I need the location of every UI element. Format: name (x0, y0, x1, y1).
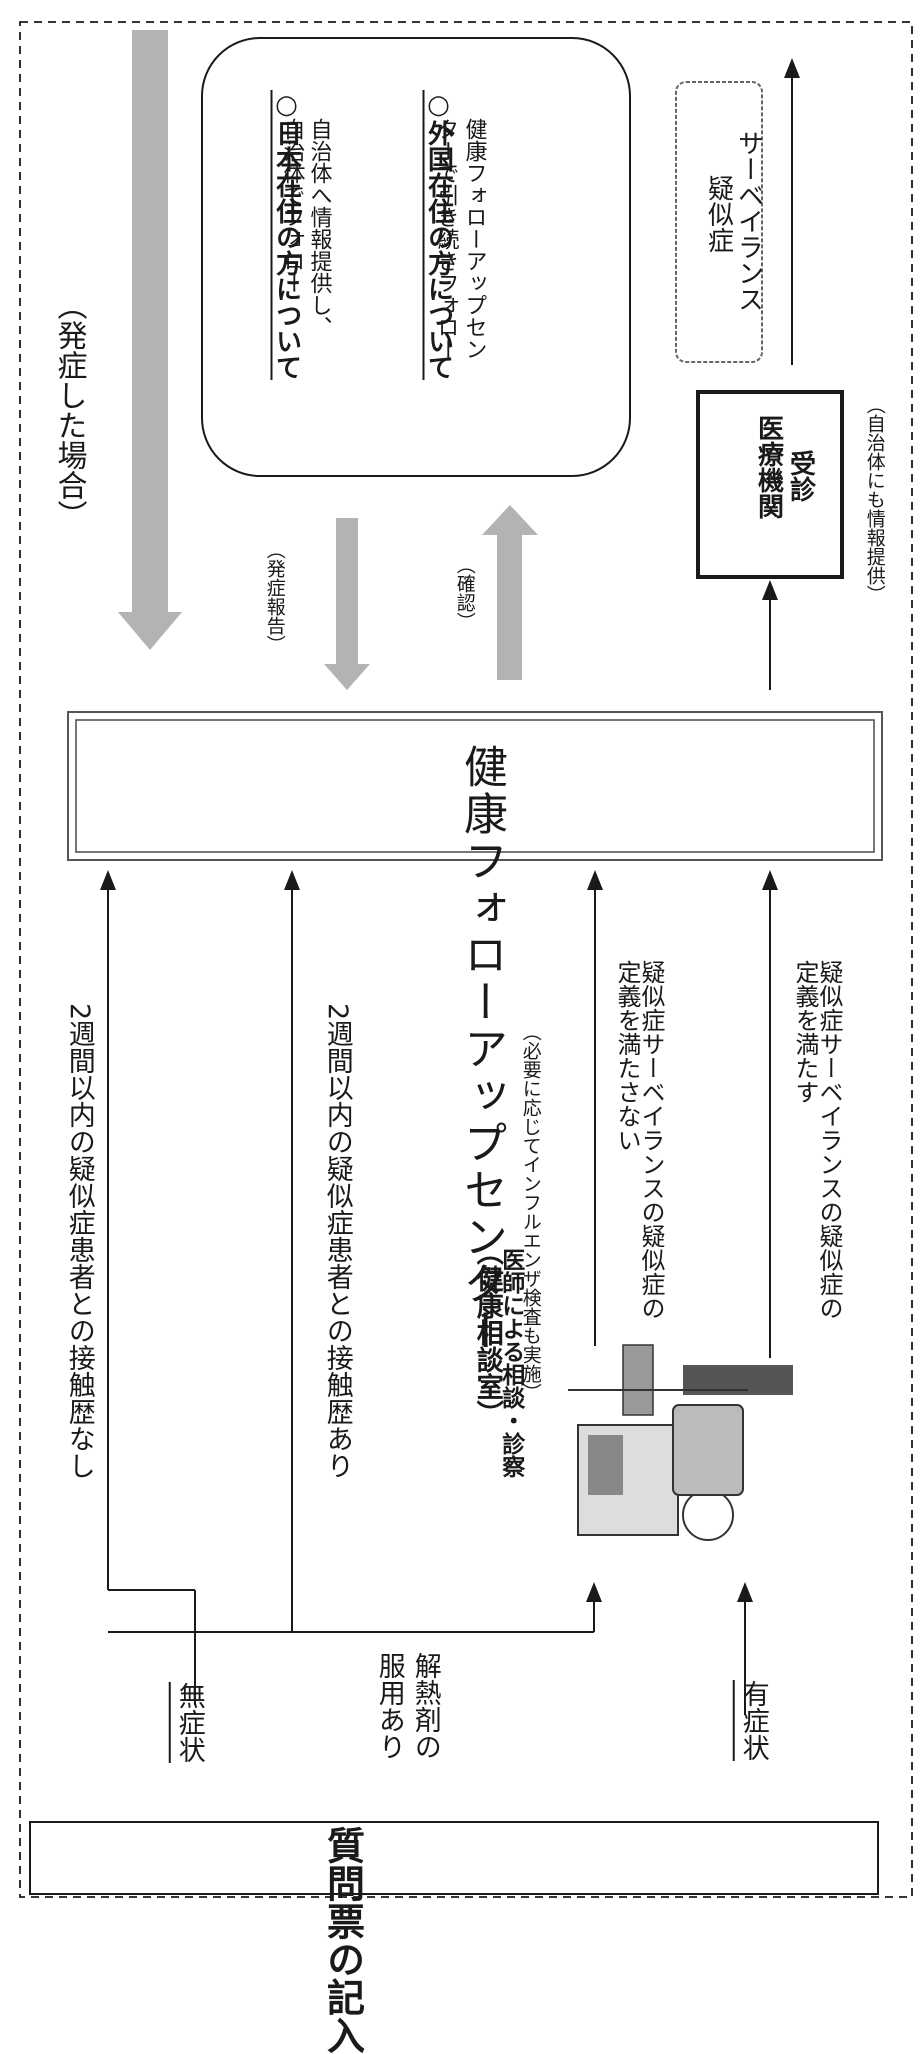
definition-not-met-line1: 疑似症サーベイランスの疑似症の (637, 960, 665, 1320)
doctor-consultation-illustration (568, 1344, 793, 1541)
consultation-subtitle: 医師による相談・診察 (497, 1248, 524, 1478)
outer-dashed-frame (19, 21, 913, 1898)
info-foreign-line1: 健康フォローアップセン (461, 118, 487, 360)
branch-symptomatic: 有症状 (737, 1680, 769, 1761)
info-japan-line2: 自治体でフォロー (279, 118, 305, 294)
info-japan-line1: 自治体へ情報提供し、 (306, 118, 332, 338)
medical-label-line1: 医療機関 (753, 415, 784, 519)
surveillance-box (675, 81, 763, 363)
onset-confirm: （確認） (453, 555, 476, 631)
consultation-title: （健康相談室） (471, 1238, 503, 1427)
medical-label-line2: 受診 (785, 450, 816, 502)
medical-note: （自治体にも情報提供） (863, 395, 886, 604)
branch-antipyretic-line2: 服用あり (373, 1652, 405, 1760)
definition-met-line1: 疑似症サーベイランスの疑似症の (815, 960, 843, 1320)
medical-box (696, 390, 844, 579)
center-box-inner (75, 719, 875, 853)
onset-gray-arrow (118, 30, 182, 650)
flow-diagram-canvas (19, 21, 913, 1898)
info-foreign-line2: ターで引き続きフォロー (433, 118, 459, 360)
report-gray-arrow (324, 518, 370, 690)
info-japan-title: ○日本在住の方について (271, 90, 302, 380)
questionnaire-label: 質問票の記入 (320, 1826, 365, 2054)
confirm-gray-arrow (482, 505, 538, 680)
info-rounded-box (201, 37, 631, 477)
surveillance-label-line1: 疑似症 (703, 175, 734, 253)
branch-asymptomatic: 無症状 (173, 1682, 205, 1763)
center-box-outer (67, 711, 883, 861)
path-no-contact: 2週間以内の疑似症患者との接触歴なし (63, 1003, 95, 1480)
consultation-note: （必要に応じてインフルエンザ検査も実施） (519, 1022, 542, 1402)
definition-not-met-line2: 定義を満たさない (613, 960, 641, 1152)
path-with-contact: 2週間以内の疑似症患者との接触歴あり (321, 1003, 353, 1480)
info-foreign-title: ○外国在住の方について (423, 90, 454, 380)
questionnaire-box (29, 1821, 879, 1895)
surveillance-label-line2: サーベイランス (733, 130, 764, 312)
onset-label: （発症した場合） (51, 290, 87, 530)
onset-report: （発症報告） (263, 540, 286, 654)
definition-met-line2: 定義を満たす (791, 960, 819, 1104)
center-label: 健康フォローアップセンター (456, 744, 507, 1355)
branch-antipyretic-line1: 解熱剤の (409, 1652, 441, 1760)
